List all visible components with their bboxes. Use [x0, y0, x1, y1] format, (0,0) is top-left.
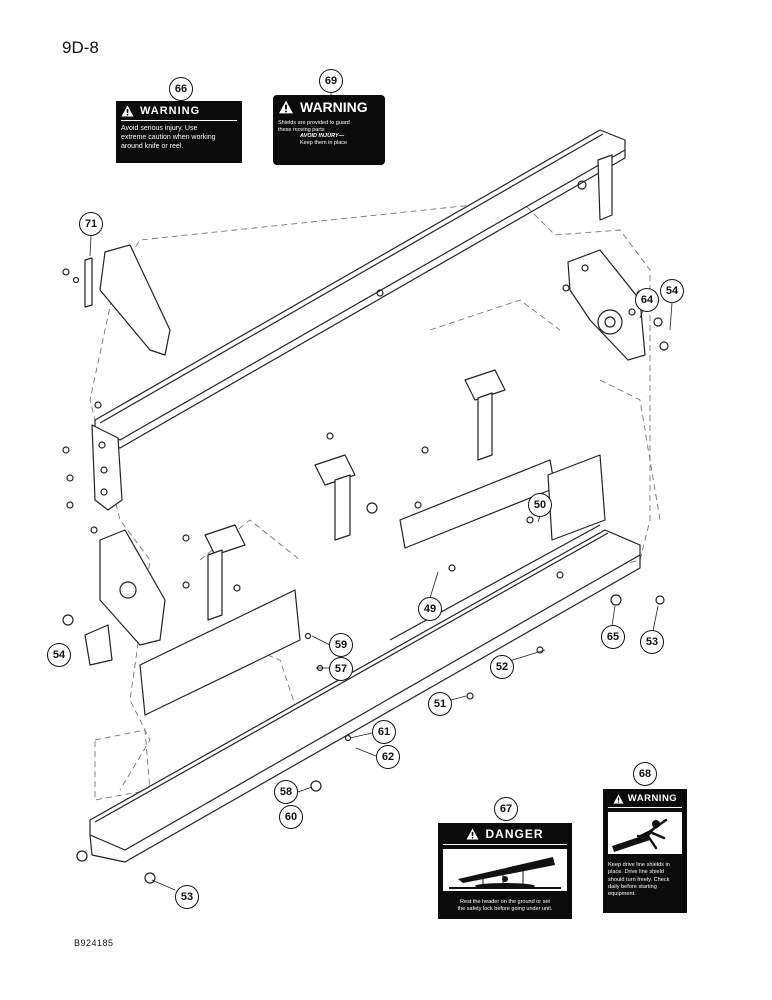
right-bearing-plate [567, 249, 646, 361]
callout-50: 50 [528, 493, 552, 517]
decal-header: WARNING [278, 98, 380, 118]
top-rail [94, 129, 626, 449]
drawing-code: B924185 [74, 938, 114, 948]
decal-line: the safety lock before going under unit. [457, 905, 553, 912]
warning-decal-knife-reel: WARNING Avoid serious injury. Use extrem… [116, 101, 242, 163]
callout-64: 64 [635, 288, 659, 312]
decal-line: Rest the header on the ground or set [460, 899, 550, 905]
decal-header: DANGER [443, 826, 567, 845]
callout-71: 71 [79, 212, 103, 236]
decal-header: WARNING [121, 104, 237, 121]
warning-triangle-icon [613, 793, 624, 804]
decal-title: WARNING [627, 793, 678, 804]
callout-52: 52 [490, 655, 514, 679]
support-brackets [204, 369, 506, 621]
decal-line: daily before starting [608, 883, 657, 890]
warning-triangle-icon [466, 828, 479, 840]
callout-54: 54 [47, 643, 71, 667]
decal-text: Keep drive line shields in place. Drive … [608, 862, 682, 898]
warning-decal-shields: WARNING Shields are provided to guard th… [273, 95, 385, 165]
callout-58: 58 [274, 780, 298, 804]
left-upper-shield [84, 244, 171, 356]
crush-hazard-icon [443, 849, 567, 891]
decal-line: these moving parts [278, 126, 325, 133]
right-upright [577, 154, 613, 221]
left-end-plate [91, 424, 123, 511]
callout-51: 51 [428, 692, 452, 716]
callout-53: 53 [175, 885, 199, 909]
hardware-bolts [62, 268, 669, 884]
callout-65: 65 [601, 625, 625, 649]
callout-62: 62 [376, 745, 400, 769]
decal-title: WARNING [140, 105, 201, 117]
decal-text: Rest the header on the ground or set the… [443, 899, 567, 913]
decal-line: around knife or reel. [121, 142, 184, 150]
warning-triangle-icon [121, 105, 134, 117]
callout-61: 61 [372, 720, 396, 744]
decal-line: Avoid serious injury. Use [121, 125, 198, 132]
callout-57: 57 [329, 657, 353, 681]
callout-59: 59 [329, 633, 353, 657]
decal-line: should turn freely. Check [608, 876, 670, 883]
decal-text: Shields are provided to guard these movi… [278, 120, 380, 146]
middle-panels [139, 454, 606, 716]
left-lower-shield [84, 529, 166, 666]
decal-line: place. Drive line shield [608, 869, 664, 876]
warning-decal-drive-line: WARNING Keep drive line shields in place… [603, 789, 687, 913]
decal-line: Shields are provided to guard [278, 120, 350, 126]
decal-text: Avoid serious injury. Use extreme cautio… [121, 125, 237, 151]
decal-line: extreme caution when working [121, 133, 216, 141]
callout-67: 67 [494, 797, 518, 821]
lower-cutter-bar [89, 524, 641, 863]
decal-title: DANGER [485, 827, 544, 841]
decal-line: Keep drive line shields in [608, 862, 670, 868]
decal-line: equipment. [608, 891, 636, 898]
callout-54: 54 [660, 279, 684, 303]
danger-decal-header: DANGER Rest the header on the ground or … [438, 823, 572, 919]
callout-66: 66 [169, 77, 193, 101]
decal-line: Keep them in place [300, 139, 348, 146]
callout-68: 68 [633, 762, 657, 786]
decal-title: WARNING [300, 99, 368, 115]
entanglement-hazard-icon [608, 812, 682, 854]
decal-line: AVOID INJURY— [300, 133, 345, 140]
callout-53: 53 [640, 630, 664, 654]
warning-triangle-icon [279, 100, 293, 114]
callout-69: 69 [319, 69, 343, 93]
callout-60: 60 [279, 805, 303, 829]
callout-49: 49 [418, 597, 442, 621]
decal-header: WARNING [608, 792, 682, 808]
page-number: 9D-8 [62, 38, 99, 57]
